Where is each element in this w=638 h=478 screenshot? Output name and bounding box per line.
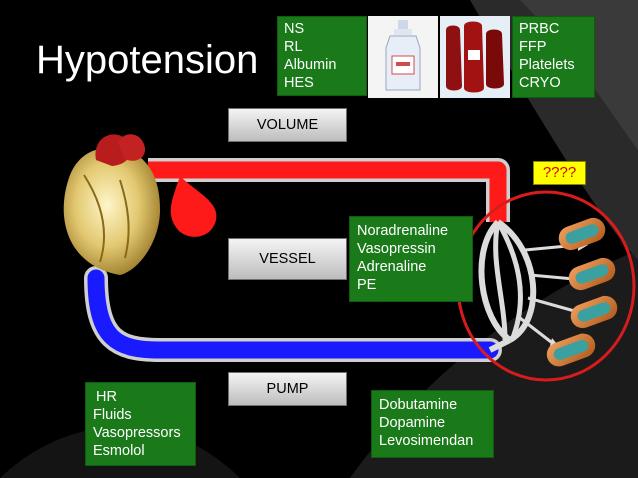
pump-label-box: PUMP xyxy=(228,372,347,406)
fluids-item: RL xyxy=(284,39,303,55)
fluids-item: NS xyxy=(284,21,305,37)
vessel-label: VESSEL xyxy=(259,251,316,267)
pump-label: PUMP xyxy=(266,381,309,397)
iv-fluid-bottle-icon xyxy=(368,16,438,98)
pump-factor-item: Vasopressors xyxy=(93,425,181,441)
heart-icon xyxy=(63,134,160,275)
blood-drop-icon xyxy=(170,176,217,237)
blood-product-item: FFP xyxy=(519,39,547,55)
blood-product-item: Platelets xyxy=(519,57,575,73)
fluids-box: NS RL Albumin HES xyxy=(277,16,367,96)
inotropes-box: Dobutamine Dopamine Levosimendan xyxy=(371,390,494,458)
unknown-box: ???? xyxy=(533,161,586,185)
vasopressor-item: Noradrenaline xyxy=(357,223,449,239)
blood-product-item: PRBC xyxy=(519,21,560,37)
pump-factor-item: Fluids xyxy=(93,407,132,423)
mitochondria-icon xyxy=(546,217,618,367)
slide-title: Hypotension xyxy=(36,38,259,82)
arterial-vessel xyxy=(148,158,510,222)
volume-label: VOLUME xyxy=(256,117,319,133)
vasopressor-item: Adrenaline xyxy=(357,259,427,275)
blood-bag-icon xyxy=(440,16,510,98)
volume-label-box: VOLUME xyxy=(228,108,347,142)
pump-factors-box: HR Fluids Vasopressors Esmolol xyxy=(85,382,196,466)
unknown-label: ???? xyxy=(542,164,577,181)
fluids-item: Albumin xyxy=(284,57,337,73)
inotrope-item: Dobutamine xyxy=(379,397,458,413)
vasopressor-item: Vasopressin xyxy=(357,241,436,257)
pump-factor-item: HR xyxy=(96,389,117,405)
blood-products-box: PRBC FFP Platelets CRYO xyxy=(512,16,595,98)
blood-product-item: CRYO xyxy=(519,75,561,91)
pump-factor-item: Esmolol xyxy=(93,443,145,459)
venous-vessel xyxy=(84,266,502,362)
vasopressor-item: PE xyxy=(357,277,377,293)
inotrope-item: Levosimendan xyxy=(379,433,474,449)
vessel-label-box: VESSEL xyxy=(228,238,347,280)
inotrope-item: Dopamine xyxy=(379,415,446,431)
vasopressors-box: Noradrenaline Vasopressin Adrenaline PE xyxy=(349,216,473,302)
fluids-item: HES xyxy=(284,75,314,91)
